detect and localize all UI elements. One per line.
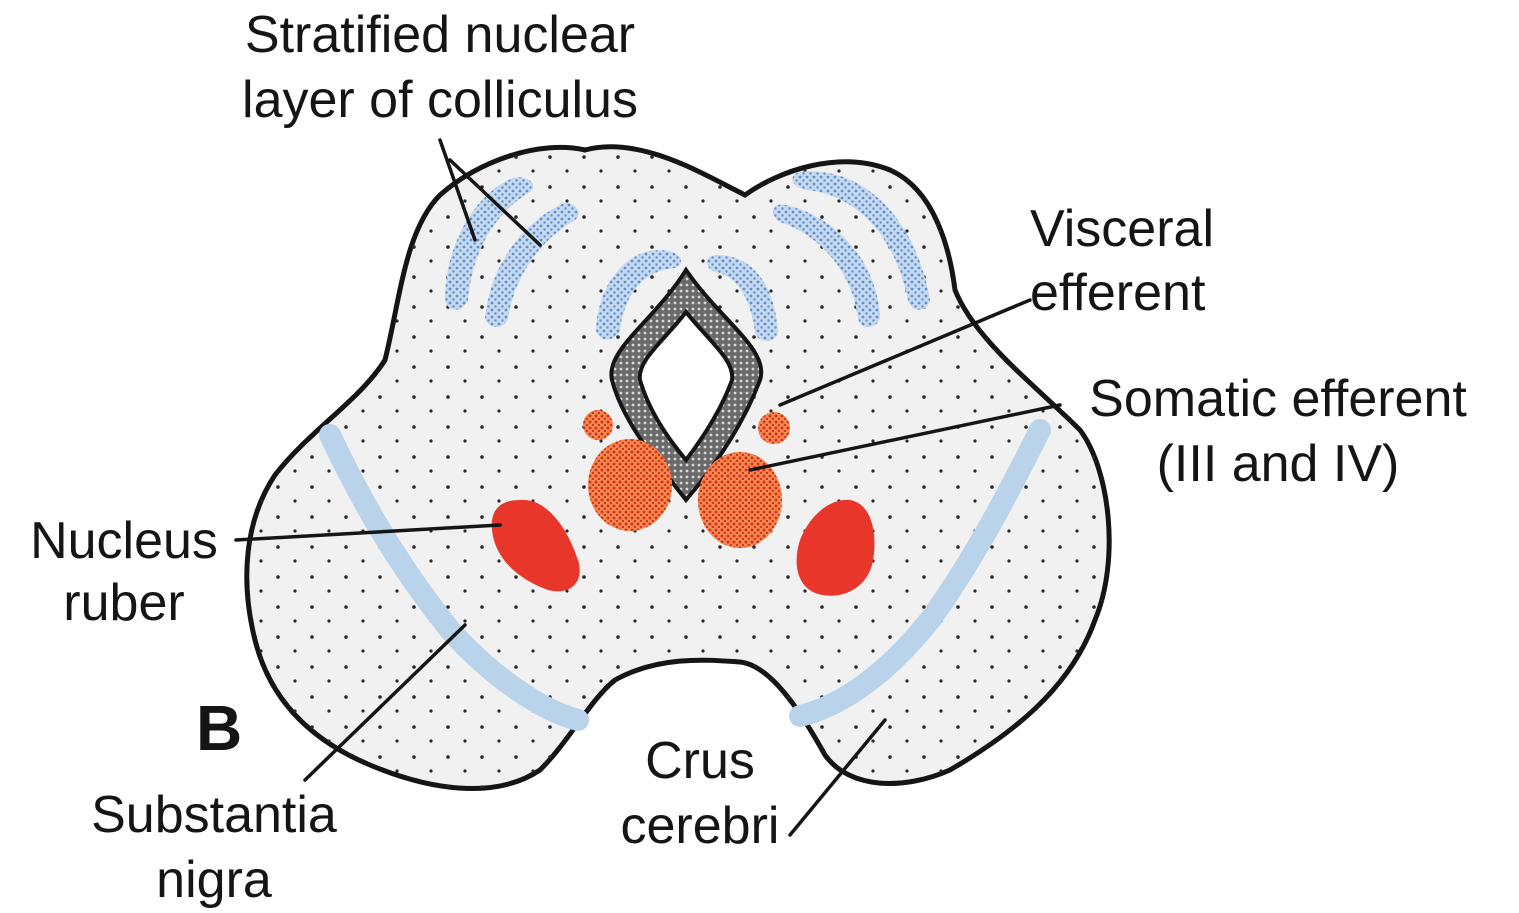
label-crus-cerebri: Crus cerebri — [621, 732, 780, 855]
label-substantia-line1: Substantia — [91, 786, 337, 844]
somatic-efferent-nucleus-left — [588, 439, 672, 531]
label-somatic-efferent: Somatic efferent (III and IV) — [1089, 370, 1467, 493]
label-stratified-line2: layer of colliculus — [242, 71, 638, 129]
label-substantia-line2: nigra — [156, 851, 272, 909]
label-stratified-line1: Stratified nuclear — [245, 6, 635, 64]
visceral-efferent-nucleus-left — [583, 410, 613, 440]
label-visceral-line2: efferent — [1030, 264, 1206, 322]
label-somatic-line1: Somatic efferent — [1089, 370, 1467, 428]
label-nucleus-ruber-line1: Nucleus — [30, 512, 218, 570]
label-visceral-efferent: Visceral efferent — [1030, 200, 1214, 322]
label-crus-line1: Crus — [645, 732, 755, 790]
label-somatic-line2: (III and IV) — [1157, 435, 1400, 493]
label-visceral-line1: Visceral — [1030, 200, 1214, 258]
label-stratified-nuclear-layer: Stratified nuclear layer of colliculus — [242, 6, 638, 129]
panel-letter: B — [196, 692, 242, 764]
label-substantia-nigra: Substantia nigra — [91, 786, 337, 909]
visceral-efferent-nucleus-right — [758, 412, 790, 444]
label-crus-line2: cerebri — [621, 797, 780, 855]
label-nucleus-ruber-line2: ruber — [63, 574, 184, 632]
label-nucleus-ruber: Nucleus ruber — [30, 512, 218, 632]
